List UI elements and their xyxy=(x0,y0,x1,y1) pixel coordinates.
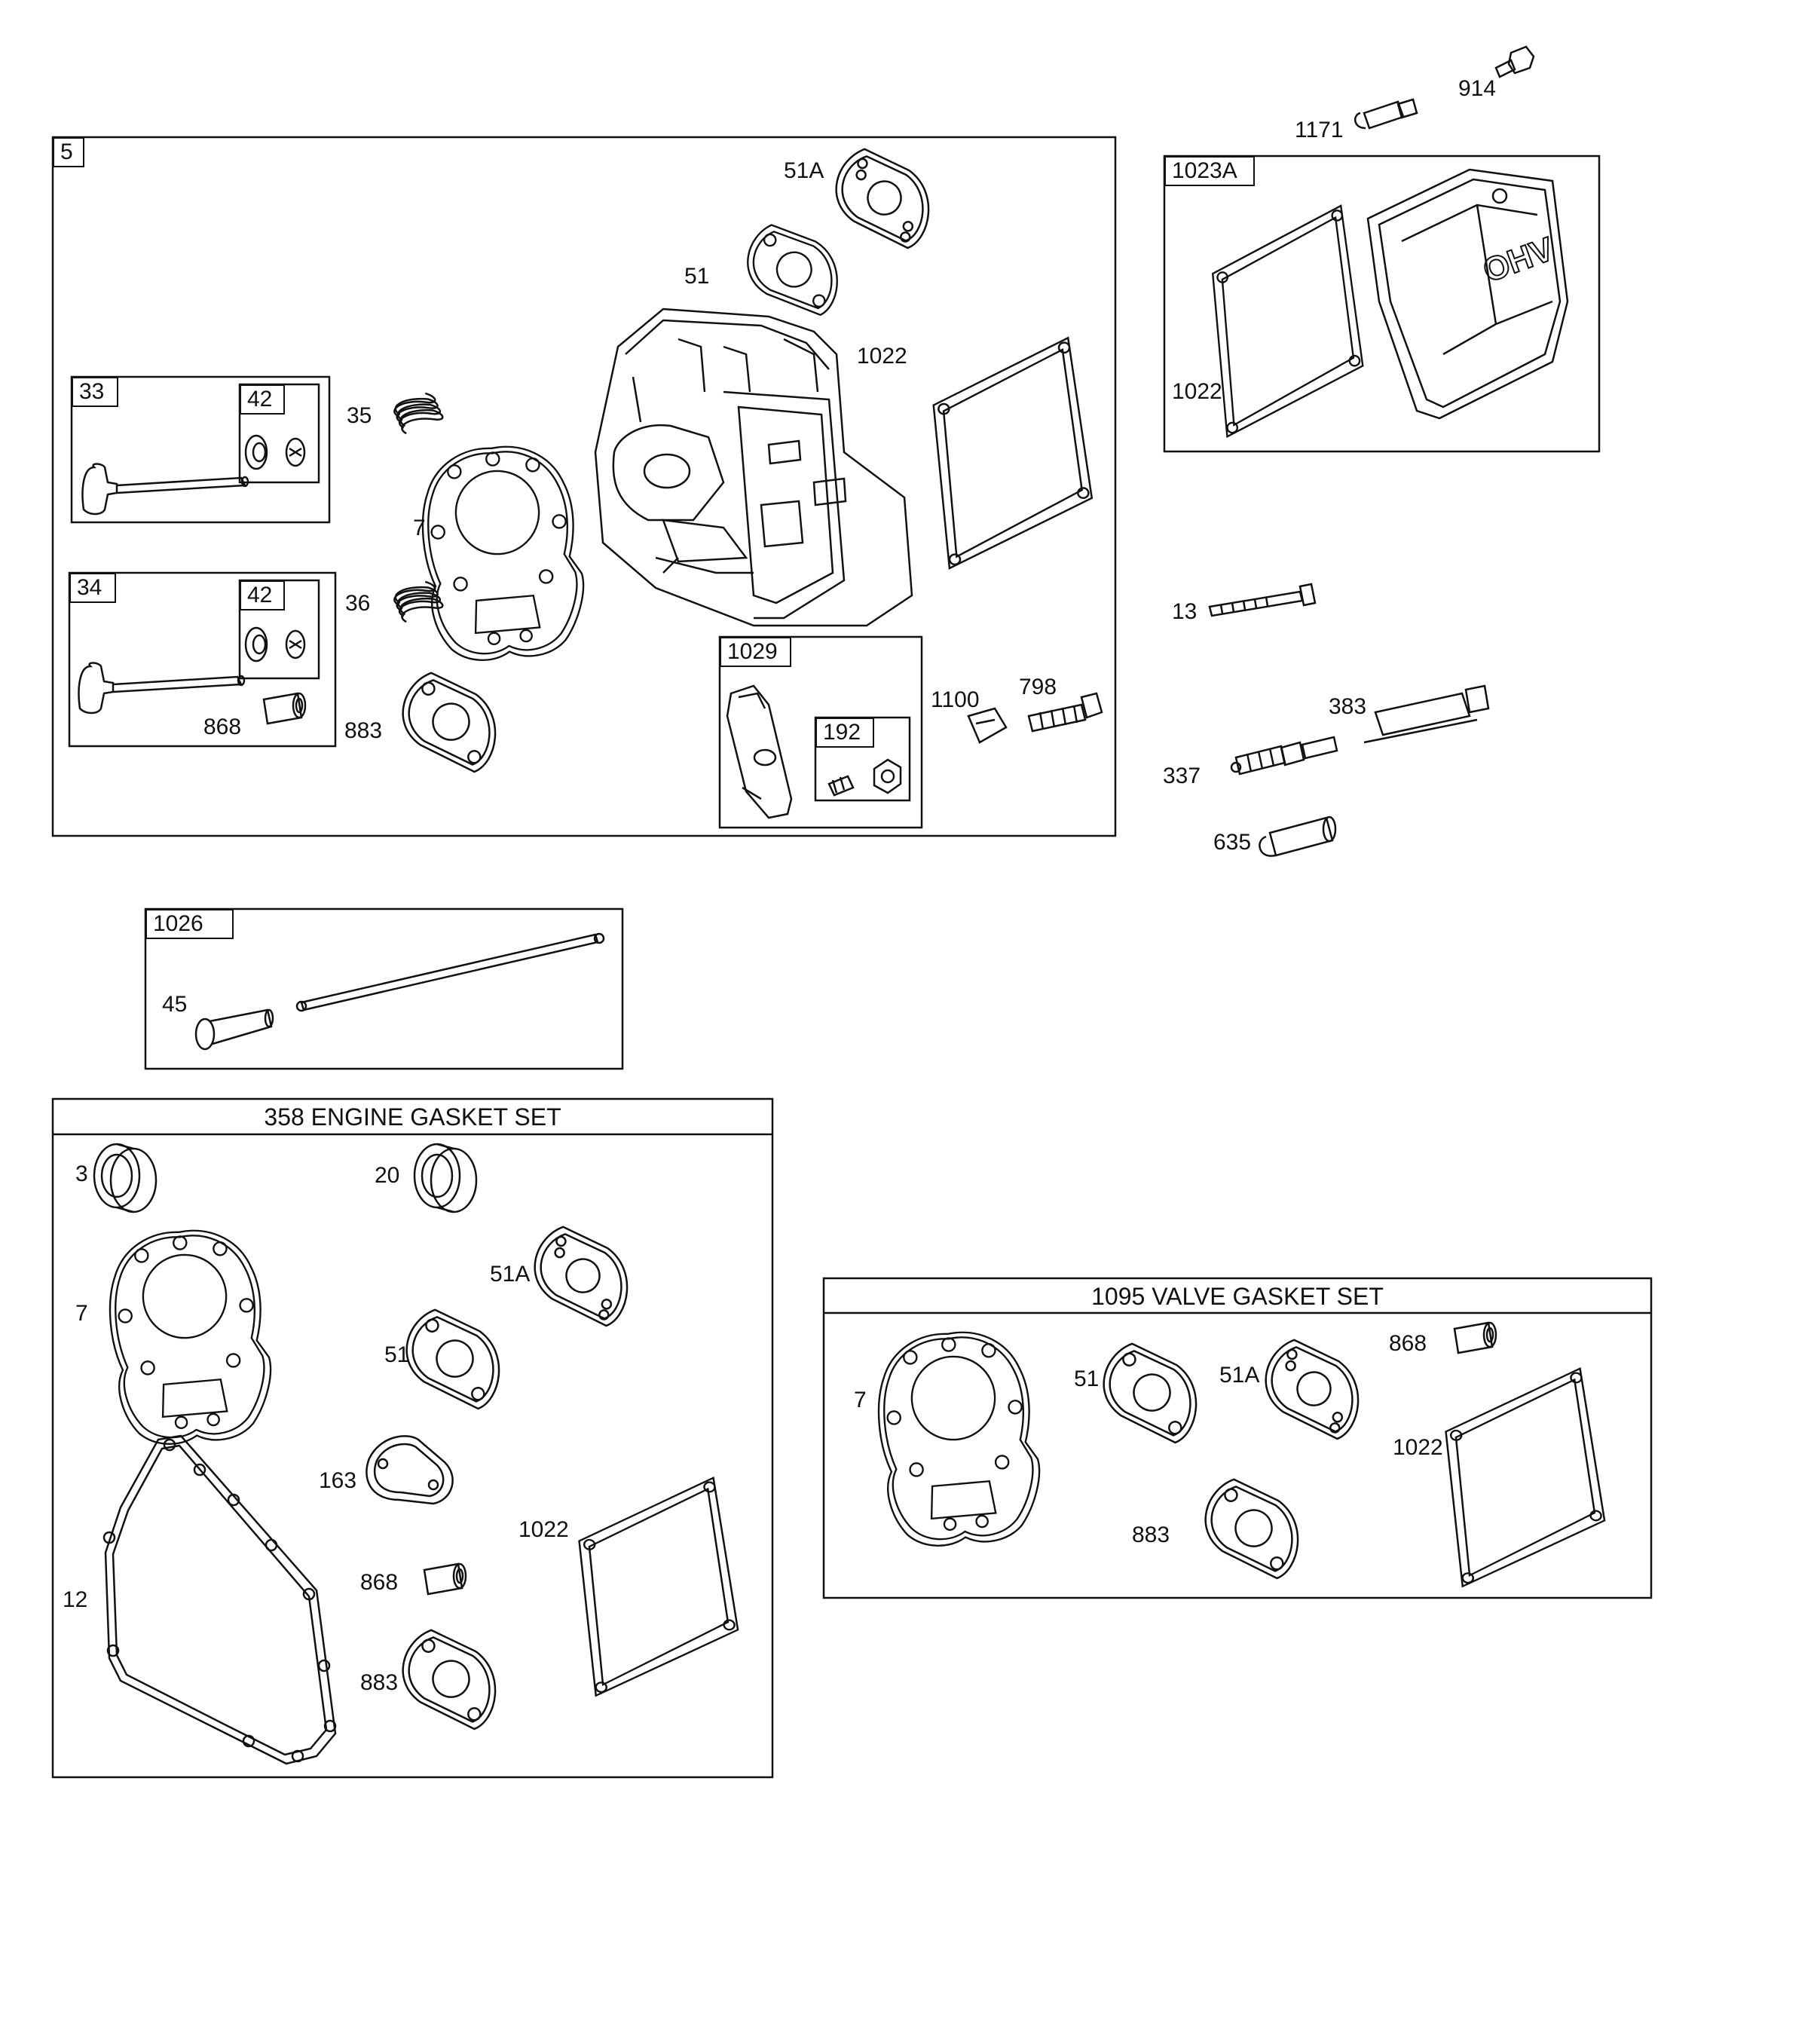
oil-seal-3-drawing xyxy=(93,1143,158,1213)
crankcase-gasket-12-drawing xyxy=(102,1434,337,1765)
valve-seal-868-set-drawing xyxy=(423,1562,467,1596)
callout-883-valve: 883 xyxy=(1132,1522,1170,1547)
panel-tag-42a: 42 xyxy=(240,384,285,415)
rocker-nut-1100-drawing xyxy=(967,707,1008,744)
callout-51-top: 51 xyxy=(684,264,710,289)
callout-13: 13 xyxy=(1172,599,1198,624)
breather-bolt-914-drawing xyxy=(1494,45,1535,78)
rocker-cover-gasket-drawing xyxy=(918,326,1107,581)
exhaust-valve-34-drawing xyxy=(78,662,246,715)
callout-868-valve: 868 xyxy=(1389,1331,1427,1356)
keeper-42a-drawing xyxy=(244,434,306,470)
intake-gasket-51a-drawing xyxy=(821,139,948,256)
rocker-cover-gasket-1023a-drawing xyxy=(1198,194,1378,449)
rocker-ball-192-drawing xyxy=(827,758,902,797)
head-gasket-7-set-drawing xyxy=(102,1223,278,1449)
head-bolt-13-drawing xyxy=(1208,583,1317,617)
callout-1022-valve: 1022 xyxy=(1393,1435,1443,1460)
callout-868-head: 868 xyxy=(203,715,242,739)
callout-7-head: 7 xyxy=(413,516,426,540)
callout-20: 20 xyxy=(375,1163,400,1188)
intake-gasket-51a-set-drawing xyxy=(519,1217,647,1333)
callout-7-valve: 7 xyxy=(854,1388,867,1412)
callout-51a-top: 51A xyxy=(784,158,824,183)
tappet-45-drawing xyxy=(194,1008,274,1051)
panel-tag-33: 33 xyxy=(72,377,118,407)
panel-tag-1026: 1026 xyxy=(145,909,234,939)
callout-51-engine: 51 xyxy=(384,1342,410,1367)
callout-51a-valve: 51A xyxy=(1219,1363,1260,1388)
callout-1022-cover: 1022 xyxy=(1172,379,1222,404)
exhaust-gasket-883-set-drawing xyxy=(387,1620,515,1737)
intake-gasket-51-set-drawing xyxy=(391,1300,518,1416)
head-gasket-7-drawing xyxy=(414,439,591,666)
rocker-cover-gasket-1022-valve-set-drawing xyxy=(1431,1356,1619,1599)
valve-seal-868-valve-set-drawing xyxy=(1453,1321,1497,1354)
engine-gasket-set-title: 358 ENGINE GASKET SET xyxy=(264,1103,561,1131)
callout-868-engine: 868 xyxy=(360,1570,399,1595)
valve-gasket-set-panel xyxy=(822,1277,1653,1599)
callout-914: 914 xyxy=(1458,76,1497,101)
callout-1022-engine: 1022 xyxy=(518,1517,569,1542)
rocker-cover-drawing xyxy=(1366,168,1569,420)
panel-tag-1023a: 1023A xyxy=(1164,156,1255,186)
callout-883-head: 883 xyxy=(344,718,383,743)
cylinder-head-panel xyxy=(51,136,1117,837)
engine-gasket-set-panel xyxy=(51,1097,774,1779)
spark-plug-337-drawing xyxy=(1230,736,1338,776)
oil-seal-20-drawing xyxy=(413,1143,478,1213)
gasket-163-drawing xyxy=(366,1435,454,1505)
callout-12: 12 xyxy=(63,1587,88,1612)
panel-tag-42b: 42 xyxy=(240,580,285,610)
callout-1171: 1171 xyxy=(1295,118,1344,142)
intake-gasket-51-drawing xyxy=(735,216,854,322)
panel-tag-34: 34 xyxy=(69,573,116,603)
fitting-1171-drawing xyxy=(1354,98,1418,130)
callout-45: 45 xyxy=(162,992,188,1017)
panel-tag-5: 5 xyxy=(53,137,84,167)
valve-spring-35-drawing xyxy=(391,390,445,436)
push-rod-drawing xyxy=(295,932,605,1012)
callout-635: 635 xyxy=(1213,830,1252,855)
push-rod-panel xyxy=(144,907,624,1070)
callout-163: 163 xyxy=(319,1468,357,1493)
panel-tag-192: 192 xyxy=(815,718,874,748)
callout-1100: 1100 xyxy=(931,687,980,712)
callout-36: 36 xyxy=(345,591,371,616)
callout-35: 35 xyxy=(347,403,372,428)
cylinder-head-drawing xyxy=(594,308,913,627)
callout-798: 798 xyxy=(1019,675,1057,699)
callout-337: 337 xyxy=(1163,764,1201,788)
callout-883-engine: 883 xyxy=(360,1670,399,1695)
callout-3: 3 xyxy=(75,1161,88,1186)
callout-7-engine: 7 xyxy=(75,1301,88,1326)
intake-gasket-51-valve-set-drawing xyxy=(1088,1334,1216,1450)
stud-798-drawing xyxy=(1027,692,1103,733)
rocker-cover-panel: OHV xyxy=(1163,155,1601,453)
rocker-arm-1029-drawing xyxy=(726,684,793,819)
spark-plug-cover-635-drawing xyxy=(1259,816,1337,857)
callout-1022-head: 1022 xyxy=(857,344,907,369)
panel-tag-1029: 1029 xyxy=(720,637,791,667)
keeper-42b-drawing xyxy=(244,626,306,663)
exhaust-gasket-883-drawing xyxy=(387,663,515,779)
intake-gasket-51a-valve-set-drawing xyxy=(1250,1330,1378,1446)
intake-valve-33-drawing xyxy=(81,463,249,516)
head-gasket-7-valve-set-drawing xyxy=(870,1325,1047,1551)
exhaust-gasket-883-valve-set-drawing xyxy=(1190,1470,1317,1586)
callout-51-valve: 51 xyxy=(1074,1366,1100,1391)
spark-plug-boot-383-drawing xyxy=(1363,684,1490,744)
rocker-cover-gasket-1022-set-drawing xyxy=(564,1465,752,1709)
callout-383: 383 xyxy=(1329,694,1367,719)
valve-seal-868-drawing xyxy=(262,692,307,725)
valve-gasket-set-title: 1095 VALVE GASKET SET xyxy=(1091,1283,1384,1310)
ohv-cover-text: OHV xyxy=(1479,231,1559,290)
callout-51a-engine: 51A xyxy=(490,1262,531,1287)
